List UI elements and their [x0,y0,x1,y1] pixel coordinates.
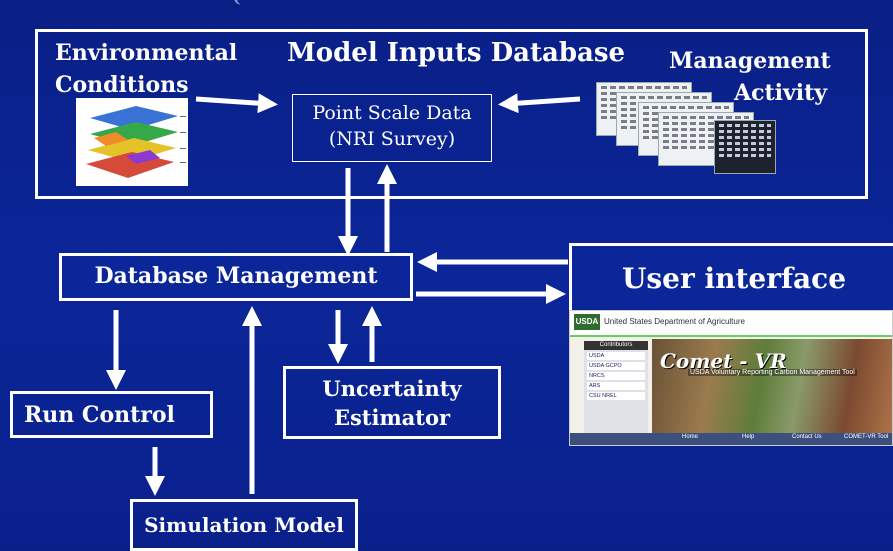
usda-nav-item: Help [742,434,755,440]
usda-banner-photo [652,339,892,435]
management-activity-label-line2: Activity [734,80,828,106]
management-spreadsheets-image [596,82,776,174]
usda-sidebar-item: USDA [587,352,645,360]
run-control-label: Run Control [24,402,175,428]
database-management-label: Database Management [94,263,378,289]
usda-nav-item: Home [682,434,699,440]
point-scale-data-box [292,94,492,162]
comet-vr-subtitle: USDA Voluntary Reporting Carbon Manageme… [688,369,857,376]
usda-logo: USDA [574,314,600,330]
comet-vr-title: Comet - VR [660,349,787,373]
environmental-layers-image [76,98,188,186]
arrow-env-to-point [195,93,278,114]
simulation-model-label: Simulation Model [144,513,344,537]
management-activity-label-line1: Management [669,48,831,74]
usda-sidebar-item: CSU NREL [587,392,645,400]
usda-sidebar-item: NRCS [587,372,645,380]
usda-sidebar-header: Contributors [584,341,648,350]
usda-nav-bar: Home Help Contact Us COMET-VR Tool [570,433,892,445]
run-control-box [10,391,213,438]
usda-sidebar: Contributors USDA USDA GCPO NRCS ARS CSU… [584,341,648,433]
usda-sidebar-item: USDA GCPO [587,362,645,370]
point-scale-data-label-line2: (NRI Survey) [328,128,456,150]
environmental-conditions-label-line2: Conditions [55,72,189,98]
usda-nav-item: Contact Us [792,434,822,440]
point-scale-data-label-line1: Point Scale Data [312,102,472,124]
usda-sidebar-item: ARS [587,382,645,390]
uncertainty-estimator-label-line1: Uncertainty [322,376,462,401]
uncertainty-estimator-label-line2: Estimator [333,405,451,430]
arrow-mgmt-to-point [498,93,581,114]
database-management-box [59,253,413,301]
model-inputs-database-title: Model Inputs Database [287,38,626,68]
user-interface-label: User interface [622,262,847,295]
usda-department-text: United States Department of Agriculture [604,317,745,326]
comet-vr-screenshot: USDA United States Department of Agricul… [569,310,893,446]
environmental-conditions-label-line1: Environmental [55,40,238,66]
uncertainty-estimator-box [283,366,501,439]
model-inputs-database-box [35,29,868,199]
top-cutoff-text: ( [232,0,241,7]
usda-nav-item: COMET-VR Tool [844,434,889,440]
